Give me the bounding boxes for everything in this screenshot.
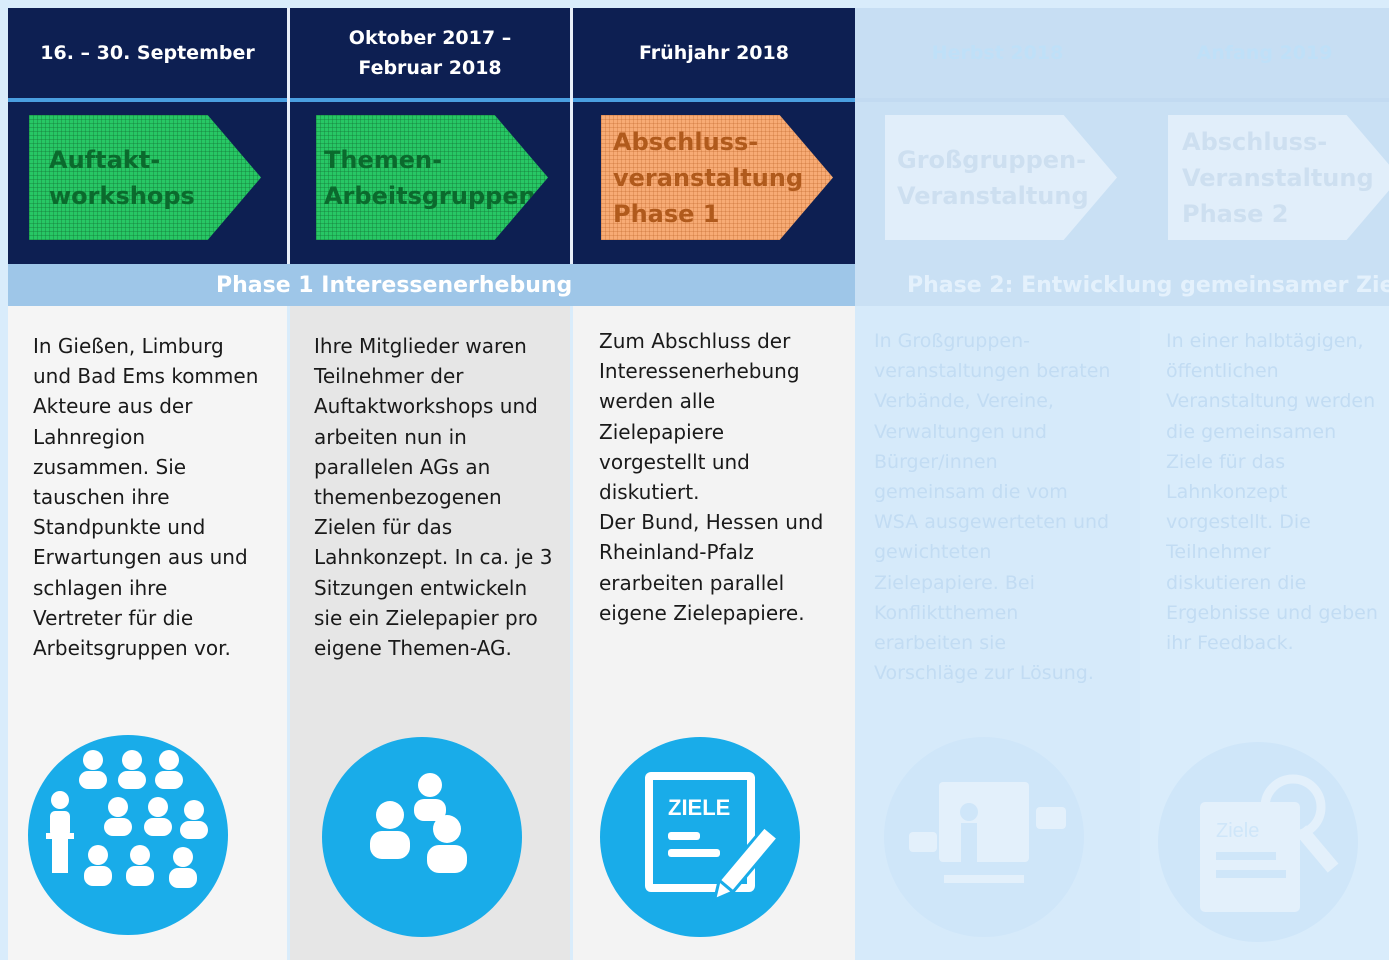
column-divider	[287, 8, 290, 264]
group-icon-graphic	[370, 773, 467, 873]
description-col4: In Großgruppen- veranstaltungen beraten …	[874, 330, 1111, 685]
header-date-5: Anfang 2019	[1140, 8, 1389, 98]
description-col1: In Gießen, Limburg und Bad Ems kommen Ak…	[33, 334, 259, 661]
step-arrow-line: Arbeitsgruppen	[324, 181, 536, 210]
header-date-3-label: Frühjahr 2018	[639, 42, 789, 64]
step-arrow-line: Phase 2	[1182, 199, 1289, 228]
step-arrow-line: workshops	[49, 181, 195, 210]
step-arrow-line: Abschluss-	[613, 127, 759, 156]
step-arrow-grossgruppen: Großgruppen- Veranstaltung	[885, 115, 1117, 240]
group-icon	[322, 737, 522, 937]
step-arrow-arbeitsgruppen: Themen- Arbeitsgruppen	[316, 115, 548, 240]
step-arrow-line: Phase 1	[613, 199, 720, 228]
description-col2: Ihre Mitglieder waren Teilnehmer der Auf…	[314, 334, 553, 661]
header-date-2-line2: Februar 2018	[358, 57, 502, 79]
phase1-title: Phase 1 Interessenerhebung	[216, 272, 573, 298]
step-arrow-abschluss-phase2: Abschluss- Veranstaltung Phase 2	[1168, 115, 1389, 240]
step-arrow-line: veranstaltung	[613, 163, 804, 192]
header-date-2: Oktober 2017 – Februar 2018	[290, 8, 570, 98]
phase2-title: Phase 2: Entwicklung gemeinsamer Ziele	[907, 272, 1389, 298]
header-date-4-label: Herbst 2018	[931, 42, 1064, 64]
phase1-bar: Phase 1 Interessenerhebung	[8, 264, 855, 306]
header-date-4: Herbst 2018	[855, 8, 1140, 98]
step-arrow-line: Veranstaltung	[897, 181, 1089, 210]
step-arrow-line: Großgruppen-	[897, 145, 1087, 174]
presenter-icon-graphic	[909, 782, 1066, 883]
document-pencil-icon-graphic: ZIELE	[645, 772, 781, 903]
document-magnifier-icon-graphic: Ziele	[1200, 774, 1339, 912]
header-separator-faded	[855, 98, 1389, 102]
header-date-1: 16. – 30. September	[8, 8, 287, 98]
ziele-label-faded: Ziele	[1216, 820, 1259, 842]
header-date-2-line1: Oktober 2017 –	[348, 27, 512, 49]
phase2-bar: Phase 2: Entwicklung gemeinsamer Ziele	[855, 264, 1389, 306]
step-arrow-line: Themen-	[324, 145, 443, 174]
step-arrow-abschluss-phase1: Abschluss- veranstaltung Phase 1	[601, 115, 833, 240]
ziele-label: ZIELE	[668, 795, 730, 820]
crowd-icon	[28, 735, 228, 935]
presenter-icon	[884, 737, 1084, 937]
column-divider	[570, 8, 573, 264]
step-arrow-line: Veranstaltung	[1182, 163, 1374, 192]
header-date-5-label: Anfang 2019	[1196, 42, 1333, 64]
step-arrow-line: Auftakt-	[49, 145, 161, 174]
description-col5: In einer halbtägigen, öffentlichen Veran…	[1166, 330, 1378, 655]
header-date-3: Frühjahr 2018	[573, 8, 855, 98]
header-separator	[8, 98, 855, 102]
description-col3: Zum Abschluss der Interessenerhebung wer…	[599, 329, 824, 625]
document-magnifier-icon: Ziele	[1158, 742, 1358, 942]
step-arrow-line: Abschluss-	[1182, 127, 1328, 156]
header-date-1-label: 16. – 30. September	[40, 42, 255, 64]
crowd-icon-graphic	[46, 750, 208, 888]
document-pencil-icon: ZIELE	[600, 737, 800, 937]
